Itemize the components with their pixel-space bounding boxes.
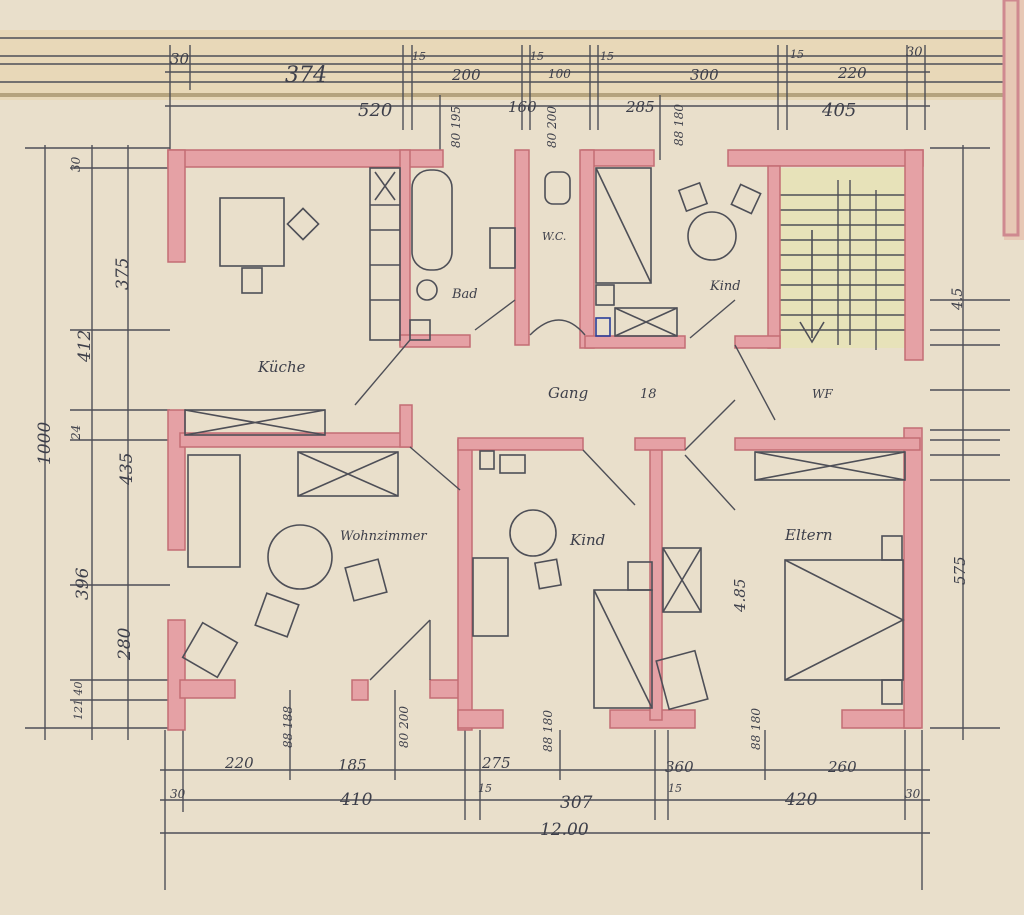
walls <box>167 149 924 731</box>
dim-label: 285 <box>625 98 655 116</box>
room-labels: Küche Bad W.C. Kind Gang 18 WF Wohnzimme… <box>257 230 833 613</box>
dim-label: 360 <box>665 758 694 776</box>
dim-label: 275 <box>481 754 511 772</box>
paper-top-strip <box>0 30 1024 100</box>
dim-text-left: 1000 30 412 24 396 375 435 280 121 40 <box>35 156 137 720</box>
kitchen-furniture <box>184 167 401 436</box>
dim-label: 375 <box>113 258 133 290</box>
dim-label: 160 <box>508 98 537 116</box>
dim-label: 15 <box>600 50 614 63</box>
room-label-living: Wohnzimmer <box>340 529 427 544</box>
dim-label: 15 <box>530 50 544 63</box>
child-top-furniture <box>595 167 762 337</box>
dim-label: 1000 <box>35 422 55 465</box>
room-label-child-bottom: Kind <box>569 531 605 549</box>
dim-label: 30 <box>69 156 83 172</box>
dim-label: 24 <box>69 425 83 441</box>
dim-label: 260 <box>827 758 857 776</box>
dim-label: 280 <box>115 627 135 661</box>
room-label-parents: Eltern <box>784 526 832 544</box>
room-label-wc: W.C. <box>542 230 566 243</box>
bath-furniture <box>409 169 516 341</box>
dim-label: 396 <box>73 567 93 600</box>
dim-label: 88 180 <box>541 710 555 752</box>
dim-label: 435 <box>117 453 137 486</box>
hall-mark: 18 <box>640 387 657 402</box>
dim-label: 15 <box>790 48 804 61</box>
paper-right-edge-wall <box>1002 0 1020 237</box>
dim-label: 15 <box>412 50 426 63</box>
right-side-stair-marks <box>930 329 1000 456</box>
stair-treads <box>778 180 908 350</box>
dim-ticks-top <box>169 45 926 160</box>
dim-text-top: 30 374 15 200 15 100 15 300 15 220 30 52… <box>170 45 923 148</box>
dim-label: 15 <box>478 782 492 795</box>
dim-lines-left <box>25 145 170 740</box>
dim-label: 220 <box>837 64 867 82</box>
dim-label: 412 <box>75 330 95 363</box>
dim-label: 15 <box>668 782 682 795</box>
room-label-hall: Gang <box>548 384 588 402</box>
wc-furniture <box>544 171 571 205</box>
dim-label: 300 <box>690 66 719 84</box>
child-bottom-furniture <box>472 450 653 709</box>
dim-label: 374 <box>285 63 327 88</box>
parents-furniture <box>655 451 906 711</box>
dim-label: 185 <box>338 756 367 774</box>
dim-label: 88 188 <box>281 706 295 748</box>
dim-label: 121 40 <box>72 682 85 721</box>
dim-label: 80 200 <box>397 706 411 748</box>
room-label-child-top: Kind <box>709 279 741 294</box>
dim-label: 4.5 <box>950 288 966 311</box>
dim-label: 307 <box>560 793 593 813</box>
dim-label: 410 <box>339 790 373 810</box>
dim-label: 200 <box>451 66 481 84</box>
dim-label: 30 <box>170 50 190 68</box>
dim-label: 575 <box>951 556 969 585</box>
room-label-bath: Bad <box>451 287 478 302</box>
door-swings <box>354 299 776 681</box>
dim-label: 100 <box>548 67 571 81</box>
room-label-kitchen: Küche <box>257 358 306 376</box>
stair-arrow <box>799 230 825 344</box>
dim-label: 80 195 <box>449 106 463 148</box>
dim-label: 30 <box>906 45 923 60</box>
dim-label: 220 <box>224 754 254 772</box>
room-label-wf: WF <box>812 387 833 401</box>
dim-label: 520 <box>358 100 392 121</box>
dim-text-right: 4.5 575 <box>950 288 969 585</box>
stair-area <box>778 168 908 348</box>
parents-mark: 4.85 <box>731 579 749 613</box>
dim-label: 30 <box>170 787 186 801</box>
living-furniture <box>181 451 399 679</box>
dim-label: 88 180 <box>749 708 763 750</box>
dim-label: 420 <box>784 790 818 810</box>
dim-label: 12.00 <box>540 820 589 840</box>
dim-lines-right <box>930 145 1010 740</box>
dim-text-bottom: 220 185 275 360 260 30 410 15 307 15 420… <box>170 706 921 840</box>
dim-label: 405 <box>821 100 856 121</box>
dim-label: 30 <box>905 787 921 801</box>
paper-right-edge <box>1004 0 1024 240</box>
dim-label: 88 180 <box>672 104 686 146</box>
dim-label: 80 200 <box>545 106 559 148</box>
dim-lines-bottom <box>160 690 930 890</box>
